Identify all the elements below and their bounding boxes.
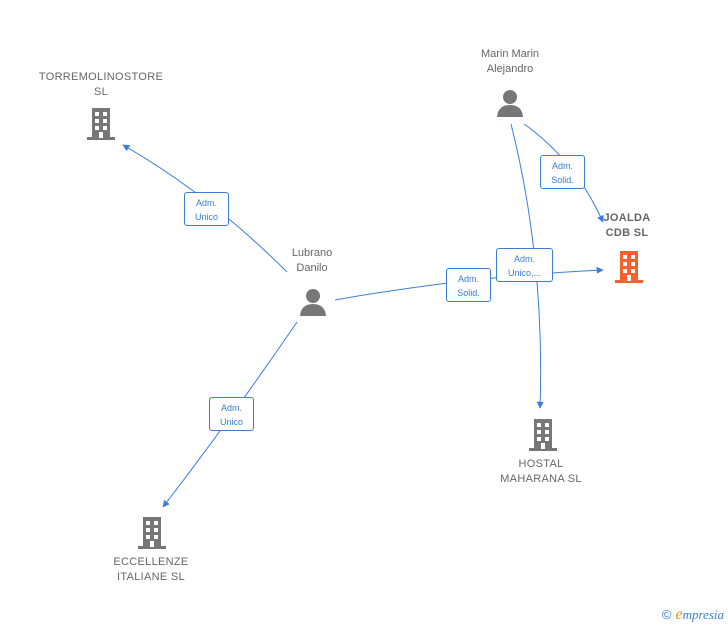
- edge-label-lubrano-eccellenze[interactable]: Adm. Unico: [209, 397, 254, 431]
- node-name-line2: ITALIANE SL: [117, 571, 185, 583]
- edge-label-line2: Solid.: [551, 175, 574, 185]
- edge-label-lubrano-joalda[interactable]: Adm. Solid.: [446, 268, 491, 302]
- node-name-line2: Alejandro: [486, 63, 534, 75]
- copyright-footer: ©empresia: [662, 606, 724, 624]
- brand-name: mpresia: [682, 607, 724, 622]
- node-name-line1: Marin Marin: [480, 48, 540, 60]
- node-name-line1: JOALDA: [603, 212, 651, 224]
- edge-label-line2: Unico: [219, 417, 243, 427]
- edge-label-line1: Adm.: [551, 161, 573, 171]
- edge-label-line2: Unico: [194, 212, 218, 222]
- node-name-line1: TORREMOLINOSTORE: [38, 71, 164, 83]
- node-name-line2: SL: [93, 86, 109, 98]
- person-icon[interactable]: [495, 88, 525, 118]
- edge-label-marin-hostal[interactable]: Adm. Unico,...: [496, 248, 553, 282]
- node-name-line2: MAHARANA SL: [500, 473, 582, 485]
- node-name-line1: Lubrano: [291, 247, 333, 259]
- edge-label-marin-joalda[interactable]: Adm. Solid.: [540, 155, 585, 189]
- edge-label-line1: Adm.: [457, 274, 479, 284]
- node-label-hostal[interactable]: HOSTAL MAHARANA SL: [486, 457, 596, 487]
- node-name-line1: ECCELLENZE: [113, 556, 189, 568]
- node-name-line2: CDB SL: [605, 227, 649, 239]
- person-icon[interactable]: [298, 287, 328, 317]
- node-name-line1: HOSTAL: [518, 458, 564, 470]
- node-label-eccellenze[interactable]: ECCELLENZE ITALIANE SL: [96, 555, 206, 585]
- edge-label-line1: Adm.: [195, 198, 217, 208]
- node-name-line2: Danilo: [296, 262, 328, 274]
- node-label-marin[interactable]: Marin Marin Alejandro: [450, 47, 570, 77]
- edge-label-line2: Unico,...: [507, 268, 541, 278]
- brand-initial: e: [675, 606, 683, 623]
- edge-label-lubrano-torremolinostore[interactable]: Adm. Unico: [184, 192, 229, 226]
- building-icon[interactable]: [527, 417, 559, 451]
- node-label-torremolinostore[interactable]: TORREMOLINOSTORE SL: [26, 70, 176, 100]
- building-icon-focus[interactable]: [613, 249, 645, 283]
- node-label-joalda[interactable]: JOALDA CDB SL: [592, 211, 662, 241]
- node-label-lubrano[interactable]: Lubrano Danilo: [270, 246, 354, 276]
- building-icon[interactable]: [85, 106, 117, 140]
- building-icon[interactable]: [136, 515, 168, 549]
- edge-label-line2: Solid.: [457, 288, 480, 298]
- edge-label-line1: Adm.: [220, 403, 242, 413]
- edge-label-line1: Adm.: [513, 254, 535, 264]
- copyright-icon: ©: [661, 607, 672, 622]
